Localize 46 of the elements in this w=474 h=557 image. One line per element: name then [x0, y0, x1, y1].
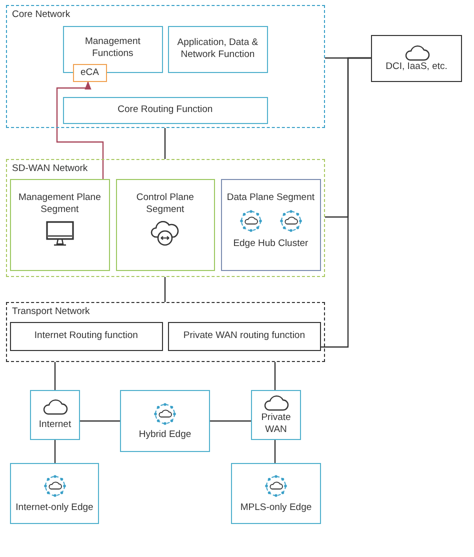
connector-line: [321, 57, 371, 348]
function-box: [62, 96, 268, 124]
box-label: Management Plane Segment: [17, 192, 102, 216]
function-box: [220, 178, 321, 271]
box-label: Data Plane Segment: [226, 192, 315, 204]
group-container: [6, 5, 325, 128]
box-label: Edge Hub Cluster: [233, 238, 308, 250]
connector-line: [274, 362, 276, 390]
group-container: [6, 159, 325, 277]
function-box: [231, 463, 321, 524]
box-label: Private WAN routing function: [183, 330, 305, 342]
connector-line: [164, 277, 166, 302]
box-label: Internet Routing function: [34, 330, 138, 342]
box-label: Control Plane Segment: [135, 192, 195, 216]
connector-line: [274, 440, 276, 463]
function-box: [168, 322, 321, 351]
box-label: Internet: [38, 419, 72, 431]
function-box: [10, 178, 110, 271]
box-label: MPLS-only Edge: [240, 502, 312, 514]
box-label: Core Routing Function: [118, 104, 213, 116]
connector-line: [54, 440, 56, 463]
connector-line: [80, 420, 120, 422]
box-label: Management Functions: [84, 36, 142, 60]
box-label: Internet-only Edge: [16, 502, 94, 514]
box-label: Private WAN: [260, 412, 292, 436]
connector-line: [164, 128, 166, 159]
box-label: DCI, IaaS, etc.: [386, 60, 448, 72]
box-label: Hybrid Edge: [138, 428, 192, 440]
group-title: SD-WAN Network: [12, 163, 88, 174]
box-label: Application, Data & Network Function: [176, 37, 260, 62]
function-box: [72, 64, 107, 82]
group-title: Transport Network: [12, 306, 90, 317]
function-box: [10, 463, 99, 524]
group-container: [6, 302, 325, 362]
function-box: [30, 390, 80, 440]
function-box: [120, 390, 210, 452]
function-box: [10, 322, 163, 351]
connector-line: [210, 420, 251, 422]
function-box: [168, 26, 268, 73]
function-box: [251, 390, 301, 440]
box-label: eCA: [80, 66, 99, 79]
group-title: Core Network: [12, 9, 70, 20]
arrow: [56, 81, 104, 179]
function-box: [116, 178, 215, 271]
connector-line: [54, 362, 56, 390]
function-box: [371, 35, 462, 82]
